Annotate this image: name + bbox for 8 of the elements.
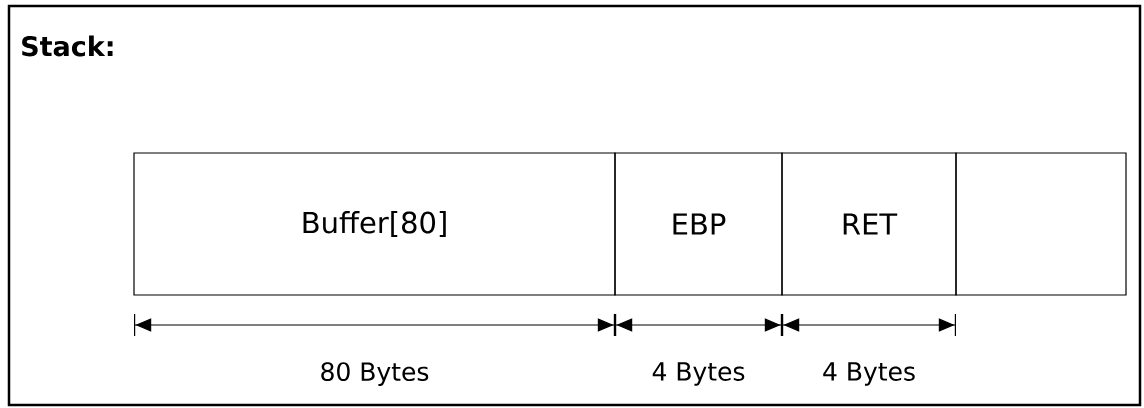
empty-cell (955, 152, 1127, 296)
memory-cell: Buffer[80] (133, 152, 616, 296)
dimension-label: 4 Bytes (823, 362, 915, 386)
dimension-label: 80 Bytes (321, 362, 429, 386)
dimension-label: 4 Bytes (652, 362, 745, 386)
memory-cell: RET (781, 152, 957, 296)
memory-cell: EBP (614, 152, 783, 296)
heading: Stack: (22, 35, 113, 57)
